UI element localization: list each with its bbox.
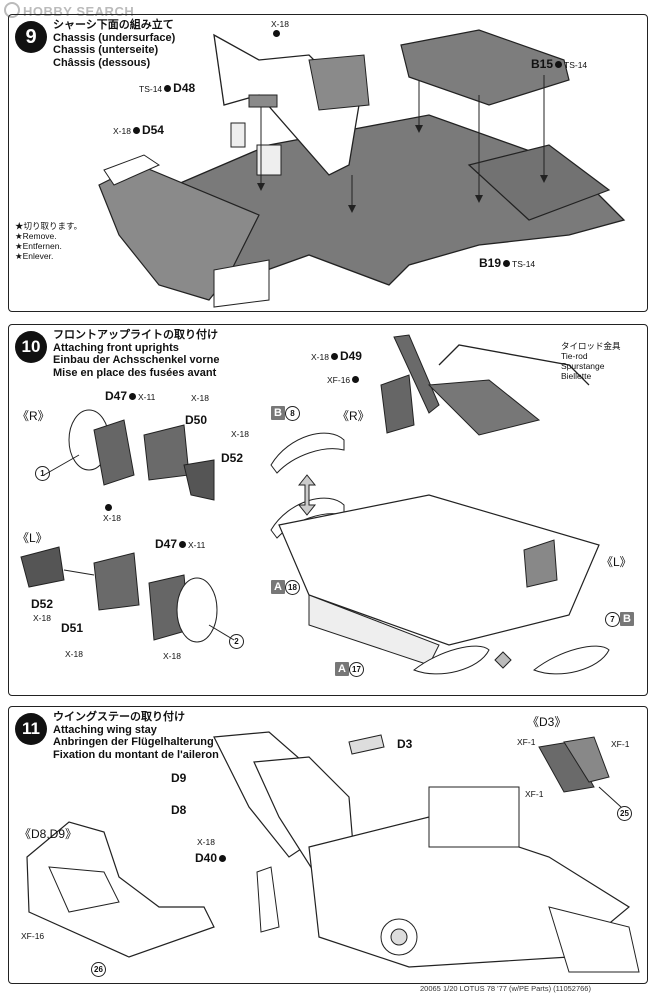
step-10-panel: 10 フロントアップライトの取り付け Attaching front uprig… xyxy=(8,324,648,696)
step-9-title-en: Chassis (undersurface) xyxy=(53,31,176,44)
step-10-title-en: Attaching front uprights xyxy=(53,341,179,354)
chassis-undersurface-drawing xyxy=(98,29,626,308)
hobby-search-watermark: HOBBY SEARCH xyxy=(4,2,134,19)
paint-dot-icon xyxy=(503,260,511,267)
step-11-panel: 11 ウイングステーの取り付け Attaching wing stay Anbr… xyxy=(8,706,648,984)
step-11-title-de: Anbringen der Flügelhalterung xyxy=(53,736,214,748)
screw-ref-26: 26 xyxy=(91,961,106,977)
sub-d8-d9: 《D8,D9》 xyxy=(19,827,78,841)
paint-dot-icon xyxy=(132,127,140,134)
step-9-title-jp: シャーシ下面の組み立て xyxy=(53,19,174,31)
part-d40: D40 xyxy=(195,851,228,865)
paint-dot-icon xyxy=(219,855,227,862)
sub-r-left: 《R》 xyxy=(17,409,50,423)
paint-x18-d40: X-18 xyxy=(197,837,215,847)
paint-dot-icon xyxy=(352,376,360,383)
paint-xf1-c: XF-1 xyxy=(525,789,544,799)
paint-x18-top: X-18 xyxy=(271,19,289,39)
paint-dot-icon xyxy=(105,504,112,511)
watermark-text: HOBBY SEARCH xyxy=(23,4,135,19)
paint-xf1-a: XF-1 xyxy=(517,737,536,747)
paint-x18-d51: X-18 xyxy=(65,649,83,659)
step-9-title-de: Chassis (unterseite) xyxy=(53,44,159,56)
paint-dot-icon xyxy=(129,393,137,400)
step-10-title-jp: フロントアップライトの取り付け xyxy=(53,329,218,341)
step-9-titles: シャーシ下面の組み立て Chassis (undersurface) Chass… xyxy=(53,19,175,69)
screw-ref-25: 25 xyxy=(617,805,632,821)
part-d50: D50 xyxy=(185,413,208,427)
part-d8: D8 xyxy=(171,803,187,817)
paint-x18-d52: X-18 xyxy=(231,429,249,439)
step-11-titles: ウイングステーの取り付け Attaching wing stay Anbring… xyxy=(53,711,219,761)
hobby-search-logo-icon xyxy=(4,2,20,18)
step-10-number: 10 xyxy=(15,331,47,363)
footer-code: 20065 1/20 LOTUS 78 '77 (w/PE Parts) (11… xyxy=(420,984,591,993)
part-d52-l: D52 xyxy=(31,597,54,611)
paint-dot-icon xyxy=(179,541,187,548)
front-uprights-drawing xyxy=(20,334,610,675)
step-9-panel: 9 シャーシ下面の組み立て Chassis (undersurface) Cha… xyxy=(8,14,648,312)
paint-dot-icon xyxy=(273,30,280,37)
paint-x18-d50: X-18 xyxy=(191,393,209,403)
wing-stay-drawing xyxy=(26,731,640,973)
step-10-title-de: Einbau der Achsschenkel vorne xyxy=(53,354,220,366)
paint-x18-d52-l: X-18 xyxy=(33,613,51,623)
step-10-title-fr: Mise en place des fusées avant xyxy=(53,366,217,379)
part-d3: D3 xyxy=(397,737,413,751)
paint-xf16: XF-16 xyxy=(327,375,361,385)
step-11-title-en: Attaching wing stay xyxy=(53,723,157,736)
remove-note: ★切り取ります。 ★Remove. ★Entfernen. ★Enlever. xyxy=(15,221,83,261)
step-11-title-jp: ウイングステーの取り付け xyxy=(53,711,185,723)
part-d52-r: D52 xyxy=(221,451,244,465)
paint-dot-icon xyxy=(555,61,563,68)
step-11-number: 11 xyxy=(15,713,47,745)
screw-ref-2: 2 xyxy=(229,633,244,649)
part-d9: D9 xyxy=(171,771,187,785)
paint-dot-icon xyxy=(164,85,172,92)
screw-ref-1: 1 xyxy=(35,465,50,481)
sub-l-right: 《L》 xyxy=(601,555,632,569)
sub-d3: 《D3》 xyxy=(527,715,567,729)
paint-xf16-d8: XF-16 xyxy=(21,931,45,941)
part-d51: D51 xyxy=(61,621,84,635)
paint-x18-l-bottom: X-18 xyxy=(163,651,181,661)
sub-l-left: 《L》 xyxy=(17,531,48,545)
step-9-number: 9 xyxy=(15,21,47,53)
step-9-title-fr: Châssis (dessous) xyxy=(53,56,151,69)
paint-x18-r-bottom: X-18 xyxy=(103,503,121,523)
step-10-titles: フロントアップライトの取り付け Attaching front uprights… xyxy=(53,329,219,379)
step-11-title-fr: Fixation du montant de l'aileron xyxy=(53,748,219,761)
paint-dot-icon xyxy=(330,353,338,360)
sub-r-right: 《R》 xyxy=(337,409,370,423)
tie-rod-note: タイロッド金具 Tie-rod Spurstange Biellette xyxy=(561,341,621,381)
paint-xf1-b: XF-1 xyxy=(611,739,630,749)
